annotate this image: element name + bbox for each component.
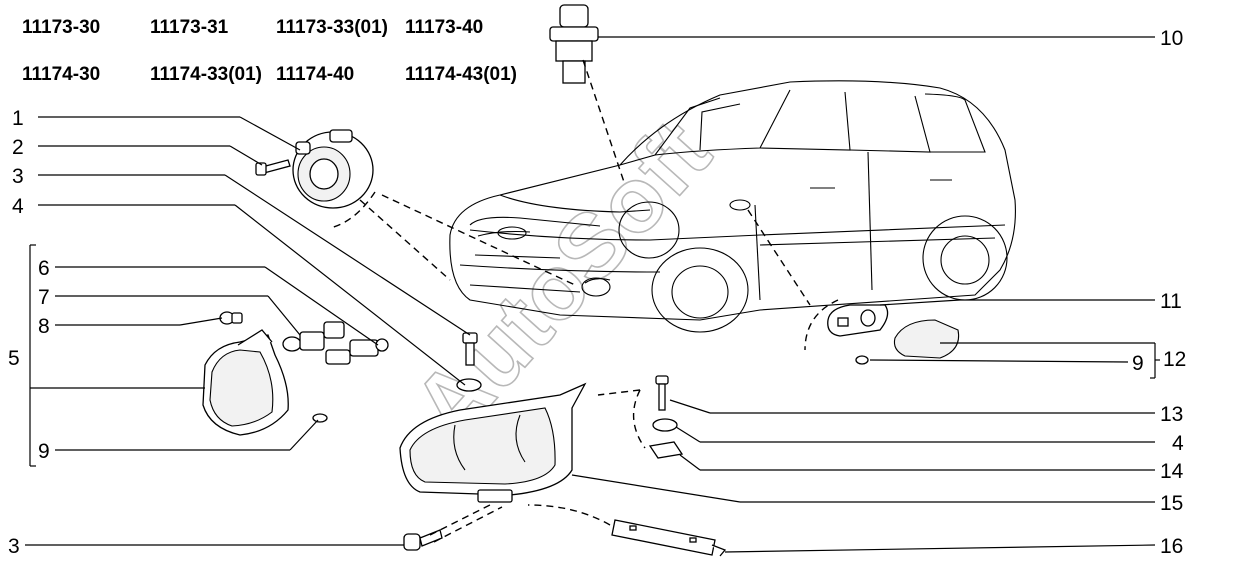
callout-label: 7: [38, 286, 50, 309]
part-3-bolt: [403, 529, 443, 551]
callout-label: 4: [1172, 432, 1184, 455]
callout-label: 14: [1160, 460, 1184, 483]
callout-label: 11: [1160, 290, 1182, 313]
callout-label: 12: [1163, 348, 1186, 371]
part-9-bulb-left: [312, 413, 328, 423]
callout-label: 3: [8, 535, 20, 558]
part-5-lamp-assembly: [202, 329, 289, 436]
model-code: 11173-31: [150, 17, 229, 38]
callout-label: 3: [12, 165, 24, 188]
callout-label: 1: [12, 107, 24, 130]
callout-label: 9: [1132, 352, 1144, 375]
callout-label: 13: [1160, 403, 1183, 426]
part-11-repeater-base: [827, 304, 889, 337]
part-1-fog-lamp: [292, 129, 374, 209]
callout-label: 10: [1160, 27, 1183, 50]
model-code: 11174-40: [276, 64, 354, 85]
model-code: 11173-30: [22, 17, 100, 38]
part-13-screw: [655, 375, 669, 411]
model-code: 11173-40: [405, 17, 483, 38]
callout-label: 9: [38, 440, 50, 463]
callout-label: 5: [8, 347, 20, 370]
part-12-repeater-lamp: [855, 319, 960, 365]
model-code: 11173-33(01): [276, 17, 388, 38]
callout-numbers-left: 1 2 3 4 5 6 7 8 9 3: [8, 107, 50, 558]
model-codes: 11173-30 11173-31 11173-33(01) 11173-40 …: [22, 17, 517, 85]
guide-lines: [329, 59, 839, 543]
callout-label: 8: [38, 315, 50, 338]
part-6-socket: [325, 338, 389, 365]
callout-label: 16: [1160, 535, 1183, 558]
part-10-sensor: [549, 4, 599, 84]
part-15-headlamp: [399, 382, 587, 503]
callout-label: 4: [12, 195, 24, 218]
part-16-bracket: [611, 519, 727, 557]
part-14-clip: [648, 441, 684, 459]
model-code: 11174-43(01): [405, 64, 517, 85]
part-2-screw: [255, 159, 291, 176]
model-code: 11174-30: [22, 64, 100, 85]
part-4-washer: [652, 418, 678, 432]
callout-label: 2: [12, 136, 24, 159]
callout-label: 15: [1160, 492, 1183, 515]
callout-numbers-right: 10 11 9 12 13 4 14 15 16: [1132, 27, 1186, 558]
model-code: 11174-33(01): [150, 64, 262, 85]
leader-lines: [25, 36, 1160, 553]
callout-label: 6: [38, 257, 50, 280]
part-7-bulb: [282, 321, 345, 352]
part-8-bulb: [219, 311, 243, 325]
bolt-above-headlamp: [456, 332, 482, 392]
